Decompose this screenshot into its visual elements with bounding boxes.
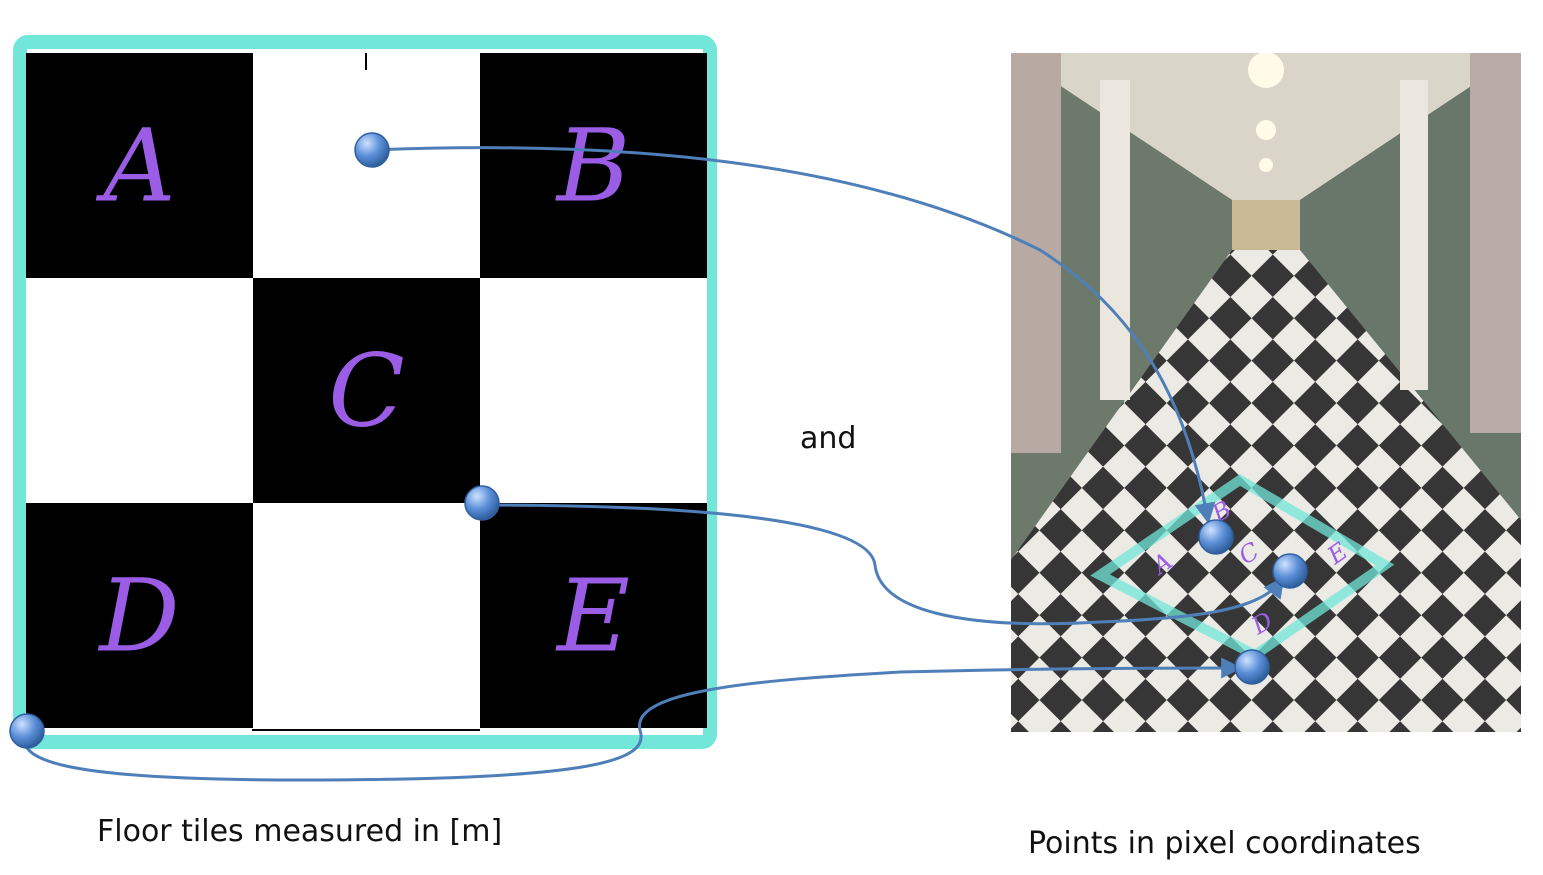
right-caption: Points in pixel coordinates	[1028, 826, 1421, 861]
arrow-b-point	[371, 146, 1216, 525]
tile-b	[480, 53, 707, 278]
photo-highlight-region	[1090, 474, 1395, 661]
tile-white-3	[26, 278, 253, 503]
photo-point-ce	[1272, 553, 1308, 589]
point-b-tile	[354, 132, 390, 168]
photo-point-bottom	[1234, 649, 1270, 685]
tile-white-5	[480, 278, 707, 503]
tile-label-a: A	[95, 108, 175, 225]
photo-point-b	[1198, 519, 1234, 555]
tile-a	[26, 53, 253, 278]
connector-word: and	[800, 421, 857, 456]
checkerboard-floor-tiles: A B C D E	[13, 35, 717, 749]
arrow-bottom-left-corner	[23, 657, 1243, 782]
checkerboard-highlight-border	[13, 35, 717, 749]
arrow-ce-corner	[481, 503, 1285, 626]
tile-e	[480, 503, 707, 728]
tile-white-7	[253, 503, 480, 728]
tile-label-b: B	[555, 108, 631, 225]
tile-c	[253, 278, 480, 503]
tile-label-d: D	[97, 558, 179, 675]
tile-d	[26, 503, 253, 728]
point-bottom-left-corner	[9, 713, 45, 749]
tile-label-e: E	[555, 558, 630, 675]
left-caption: Floor tiles measured in [m]	[97, 814, 503, 849]
tile-label-c: C	[328, 333, 405, 450]
point-ce-corner	[464, 485, 500, 521]
